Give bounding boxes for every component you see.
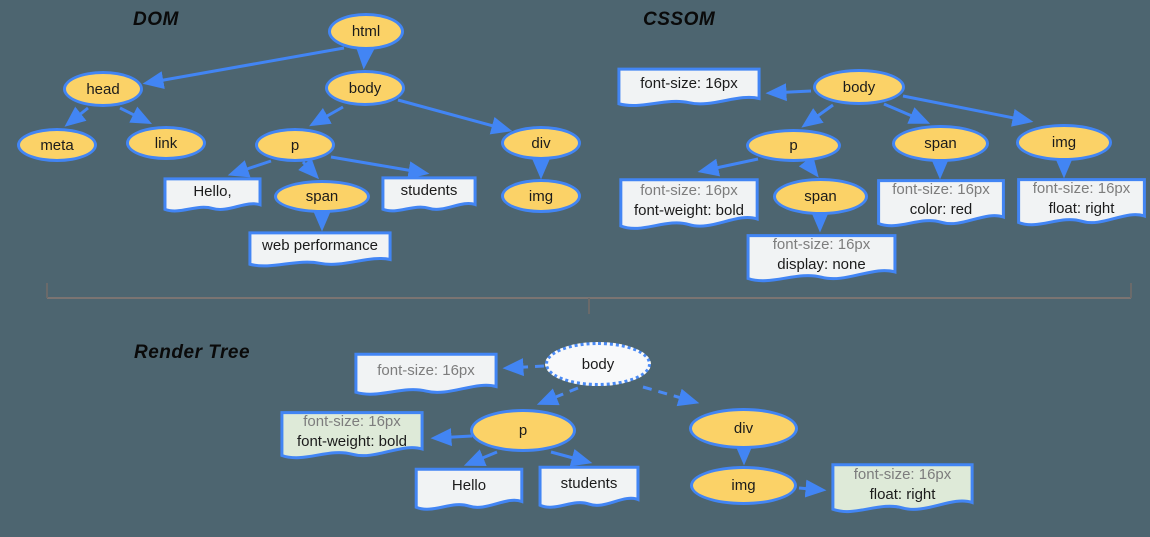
cssom-node-span: span (892, 125, 989, 162)
cssom-node-p: p (746, 129, 841, 162)
document-shape (247, 231, 393, 269)
dom-textnode-web-performance: web performance (247, 231, 393, 269)
document-shape (279, 410, 425, 462)
cssom-rule-p-line1: font-size: 16px (640, 182, 738, 199)
cssom-section-title: CSSOM (643, 9, 716, 30)
cssom-arrows (697, 83, 1034, 233)
document-shape (616, 67, 762, 109)
dom-node-html: html (328, 13, 404, 50)
dom-node-head: head (63, 71, 143, 107)
cssom-rule-span-child: font-size: 16px display: none (745, 233, 898, 285)
dom-arrows (64, 46, 550, 232)
document-shape (353, 352, 499, 398)
cssom-rule-img-line1: font-size: 16px (1032, 180, 1131, 197)
cssom-rule-body: font-size: 16px (616, 67, 762, 109)
document-shape (830, 462, 975, 516)
dom-textnode-hello-label: Hello, (193, 182, 232, 200)
render-tree-arrows (430, 428, 827, 498)
document-shape (414, 467, 524, 513)
render-tree-style-body-line1: font-size: 16px (377, 362, 475, 379)
render-tree-section-title: Render Tree (134, 342, 251, 363)
dom-node-meta: meta (17, 128, 97, 162)
cssom-node-body: body (813, 69, 905, 105)
cssom-node-img: img (1016, 124, 1112, 161)
dom-textnode-hello: Hello, (163, 177, 262, 214)
cssom-rule-body-line1: font-size: 16px (640, 75, 738, 92)
dom-textnode-students-label: students (400, 182, 458, 199)
render-tree-textnode-students-label: students (560, 475, 618, 492)
cssom-rule-span-line1: font-size: 16px (892, 181, 990, 198)
document-shape (163, 177, 262, 214)
document-shape (538, 465, 640, 511)
render-tree-style-p: font-size: 16px font-weight: bold (279, 410, 425, 462)
render-tree-node-body: body (545, 342, 651, 386)
section-divider (46, 283, 1132, 314)
dom-node-span: span (274, 180, 370, 213)
cssom-rule-span: font-size: 16px color: red (876, 178, 1006, 230)
dom-node-p: p (255, 128, 335, 162)
cssom-stub-arrows (925, 143, 1079, 180)
cssom-rule-span-child-line2: display: none (777, 256, 866, 273)
render-tree-style-img-line2: float: right (869, 486, 936, 503)
render-tree-style-img: font-size: 16px float: right (830, 462, 975, 516)
render-tree-node-p: p (470, 409, 576, 452)
document-shape (745, 233, 898, 285)
cssom-rule-img: font-size: 16px float: right (1016, 177, 1147, 229)
cssom-rule-span-child-line1: font-size: 16px (772, 236, 871, 253)
dom-textnode-web-performance-label: web performance (262, 237, 378, 254)
document-shape (1016, 177, 1147, 229)
render-tree-node-div: div (689, 408, 798, 449)
cssom-rule-p: font-size: 16px font-weight: bold (618, 177, 760, 233)
cssom-node-span-child: span (773, 178, 868, 215)
dom-node-body: body (325, 70, 405, 106)
dom-node-link: link (126, 126, 206, 160)
document-shape (381, 176, 477, 214)
dom-textnode-students: students (381, 176, 477, 214)
render-tree-node-img: img (690, 466, 797, 505)
cssom-rule-img-line2: float: right (1048, 200, 1115, 217)
render-tree-textnode-hello-label: Hello (451, 477, 487, 494)
render-tree-style-body: font-size: 16px (353, 352, 499, 398)
render-tree-dashed-arrows (502, 358, 700, 407)
dom-node-img: img (501, 179, 581, 213)
cssom-rule-p-line2: font-weight: bold (633, 202, 745, 219)
dom-section-title: DOM (133, 9, 179, 30)
cssom-rule-span-line2: color: red (909, 201, 973, 218)
document-shape (618, 177, 760, 233)
render-tree-textnode-hello: Hello (414, 467, 524, 513)
render-tree-style-p-line1: font-size: 16px (303, 413, 401, 430)
render-tree-textnode-students: students (538, 465, 640, 511)
document-shape (876, 178, 1006, 230)
dom-node-div: div (501, 126, 581, 160)
render-tree-style-img-line1: font-size: 16px (853, 466, 952, 483)
render-tree-style-p-line2: font-weight: bold (296, 433, 408, 450)
